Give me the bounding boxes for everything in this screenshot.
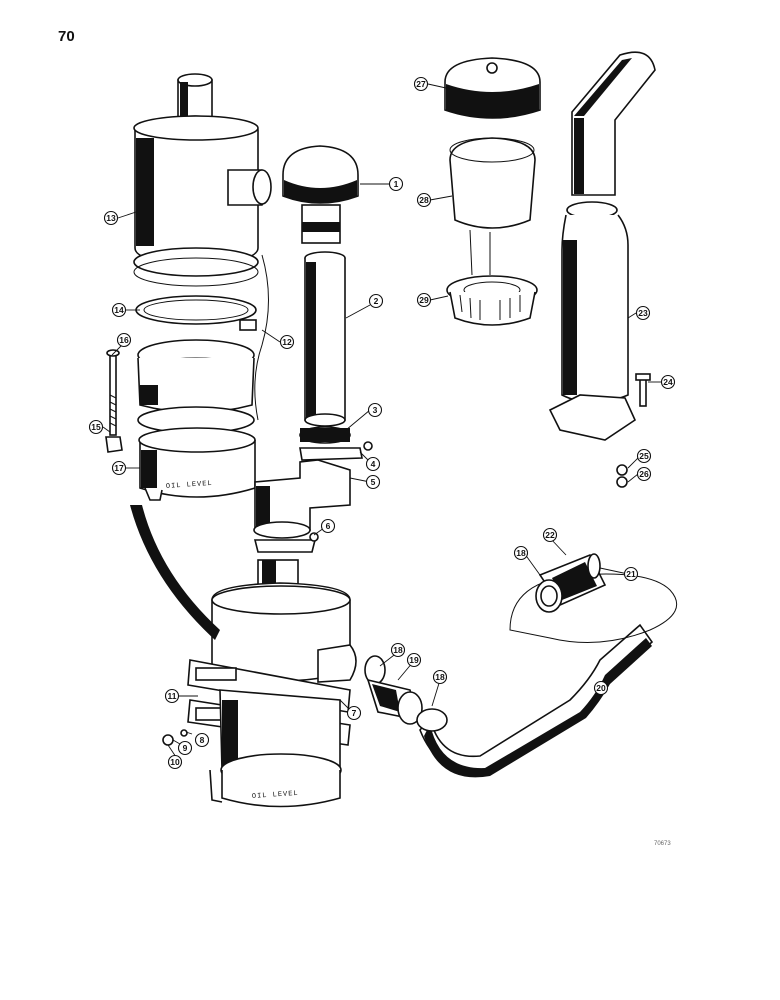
pre-cleaner-cap [282, 145, 359, 244]
svg-text:13: 13 [106, 213, 116, 223]
svg-text:1: 1 [394, 179, 399, 189]
svg-text:29: 29 [419, 295, 429, 305]
svg-text:18: 18 [393, 645, 403, 655]
callout-5: 5 [365, 474, 381, 490]
callout-24: 24 [660, 374, 676, 390]
svg-text:18: 18 [516, 548, 526, 558]
callout-2: 2 [368, 293, 384, 309]
svg-text:12: 12 [282, 337, 292, 347]
svg-text:11: 11 [168, 691, 177, 701]
callout-14: 14 [111, 302, 127, 318]
reference-code: 70673 [654, 841, 671, 847]
svg-text:15: 15 [91, 422, 101, 432]
svg-text:16: 16 [119, 335, 129, 345]
svg-text:10: 10 [170, 757, 180, 767]
svg-text:20: 20 [596, 683, 606, 693]
callout-28: 28 [416, 192, 432, 208]
svg-text:3: 3 [373, 405, 378, 415]
muffler-23 [548, 201, 637, 441]
svg-text:28: 28 [419, 195, 429, 205]
callout-23: 23 [635, 305, 651, 321]
oil-level-label-lower: OIL LEVEL [252, 790, 299, 801]
svg-text:22: 22 [545, 530, 555, 540]
callout-16: 16 [116, 332, 132, 348]
callout-25: 25 [636, 448, 652, 464]
callout-13: 13 [103, 210, 119, 226]
svg-text:18: 18 [435, 672, 445, 682]
pipe-clamps [299, 426, 373, 461]
callout-3: 3 [367, 402, 383, 418]
exhaust-pipe [571, 51, 656, 196]
air-cleaner-upper: OIL LEVEL [133, 73, 272, 501]
precleaner-bowl-28 [449, 137, 536, 276]
svg-text:7: 7 [352, 708, 357, 718]
bolt-assembly [105, 349, 123, 453]
svg-text:23: 23 [638, 308, 648, 318]
callout-21: 21 [623, 566, 639, 582]
svg-text:19: 19 [409, 655, 419, 665]
callout-12: 12 [279, 334, 295, 350]
svg-text:26: 26 [639, 469, 649, 479]
svg-text:9: 9 [183, 743, 188, 753]
callout-15: 15 [88, 419, 104, 435]
precleaner-base-29 [446, 275, 538, 326]
svg-text:17: 17 [114, 463, 124, 473]
callout-10: 10 [167, 754, 183, 770]
elbow-hose-right [509, 553, 678, 643]
svg-text:27: 27 [416, 79, 426, 89]
callout-29: 29 [416, 292, 432, 308]
elbow-pipe [253, 459, 351, 553]
callout-26: 26 [636, 466, 652, 482]
intake-tube [416, 623, 654, 778]
oil-level-label-upper: OIL LEVEL [166, 480, 213, 491]
svg-text:21: 21 [626, 569, 636, 579]
callout-1: 1 [388, 176, 404, 192]
callout-17: 17 [111, 460, 127, 476]
page-number: 70 [58, 28, 75, 45]
callout-18-b: 18 [432, 669, 448, 685]
svg-text:24: 24 [663, 377, 673, 387]
svg-text:4: 4 [371, 459, 376, 469]
callout-7: 7 [346, 705, 362, 721]
svg-text:25: 25 [639, 451, 649, 461]
svg-text:8: 8 [200, 735, 205, 745]
svg-text:6: 6 [326, 521, 331, 531]
callout-22: 22 [542, 527, 558, 543]
exhaust-hardware [616, 373, 651, 488]
callout-9: 9 [177, 740, 193, 756]
callout-11: 11 [164, 688, 180, 704]
precleaner-cap-27 [444, 57, 541, 119]
connector-hose [364, 655, 423, 725]
svg-text:5: 5 [371, 477, 376, 487]
callout-20: 20 [593, 680, 609, 696]
svg-text:2: 2 [374, 296, 379, 306]
callout-27: 27 [413, 76, 429, 92]
callout-8: 8 [194, 732, 210, 748]
callout-4: 4 [365, 456, 381, 472]
callout-6: 6 [320, 518, 336, 534]
svg-text:14: 14 [114, 305, 124, 315]
air-cleaner-lower: OIL LEVEL [130, 505, 357, 808]
callout-19: 19 [406, 652, 422, 668]
inlet-pipe [304, 251, 346, 427]
callout-18-a: 18 [390, 642, 406, 658]
callout-18-c: 18 [513, 545, 529, 561]
